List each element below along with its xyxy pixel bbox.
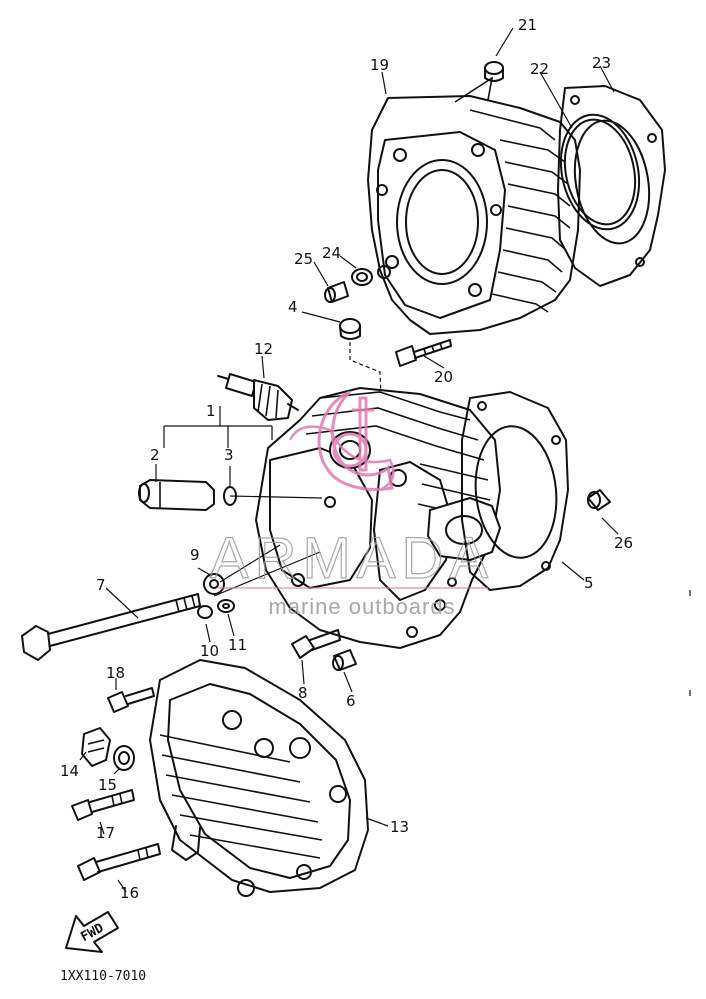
bolt-18: [107, 687, 155, 713]
callout-4: 4: [288, 298, 298, 316]
dowel-pin-25: [324, 281, 349, 303]
gasket-15: [113, 745, 135, 771]
callout-14: 14: [60, 762, 79, 780]
callout-11: 11: [228, 636, 247, 654]
callout-2: 2: [150, 446, 160, 464]
callout-23: 23: [592, 54, 611, 72]
callout-17: 17: [96, 824, 115, 842]
callout-12: 12: [254, 340, 273, 358]
callout-3: 3: [224, 446, 234, 464]
callout-19: 19: [370, 56, 389, 74]
washer-11: [217, 599, 235, 613]
cylinder-dowel-hole: [377, 265, 391, 279]
bolt-8: [291, 629, 341, 659]
callout-10: 10: [200, 642, 219, 660]
forward-arrow-icon: FWD: [65, 911, 119, 953]
o-ring-22: [559, 113, 641, 231]
cylinder-head-gasket-5: [461, 391, 569, 591]
callout-9: 9: [190, 546, 200, 564]
cylinder-base-gasket-23: [557, 85, 666, 287]
dowel-pin-6: [332, 649, 357, 671]
callout-6: 6: [346, 692, 356, 710]
callout-24: 24: [322, 244, 341, 262]
o-ring-24: [351, 268, 373, 286]
callout-21: 21: [518, 16, 537, 34]
callout-16: 16: [120, 884, 139, 902]
callout-15: 15: [98, 776, 117, 794]
grommet-2: [138, 479, 215, 511]
diagram-code: 1XX110-7010: [60, 969, 146, 984]
wm-tagline-text: marine outboards: [268, 594, 455, 619]
cylinder-part: [367, 76, 581, 335]
stud-guide-lines: [213, 544, 321, 597]
nut-10: [197, 605, 213, 619]
armada-watermark: ARMADA marine outboards: [209, 390, 494, 619]
callout-labels: 21 19 22 23 25 24 4 20 12 1 2 3 26 5 7 9…: [60, 16, 633, 902]
bolt-20: [395, 339, 452, 367]
spark-plug-12: [217, 373, 299, 421]
washer-9: [203, 573, 225, 595]
callout-22: 22: [530, 60, 549, 78]
callout-1: 1: [206, 402, 216, 420]
bolt-17: [71, 789, 135, 821]
bolt-16: [77, 843, 161, 881]
dowel-pin-21: [484, 61, 504, 82]
cylinder-head-cover-13: [149, 659, 369, 897]
callout-18: 18: [106, 664, 125, 682]
callout-7: 7: [96, 576, 106, 594]
plug-bolt-14: [81, 727, 111, 767]
dowel-guide-line: [349, 342, 383, 421]
dowel-pin-4: [339, 318, 361, 340]
leader-lines: [79, 27, 619, 893]
callout-8: 8: [298, 684, 308, 702]
callout-13: 13: [390, 818, 409, 836]
wm-ring-icon: [332, 432, 368, 468]
callout-20: 20: [434, 368, 453, 386]
wm-anchor-icon: [317, 390, 394, 491]
wm-brand-text: ARMADA: [210, 526, 494, 591]
callout-26: 26: [614, 534, 633, 552]
dowel-pin-26: [587, 489, 611, 511]
stud-bolt-7: [21, 593, 201, 661]
callout-5: 5: [584, 574, 594, 592]
callout-25: 25: [294, 250, 313, 268]
